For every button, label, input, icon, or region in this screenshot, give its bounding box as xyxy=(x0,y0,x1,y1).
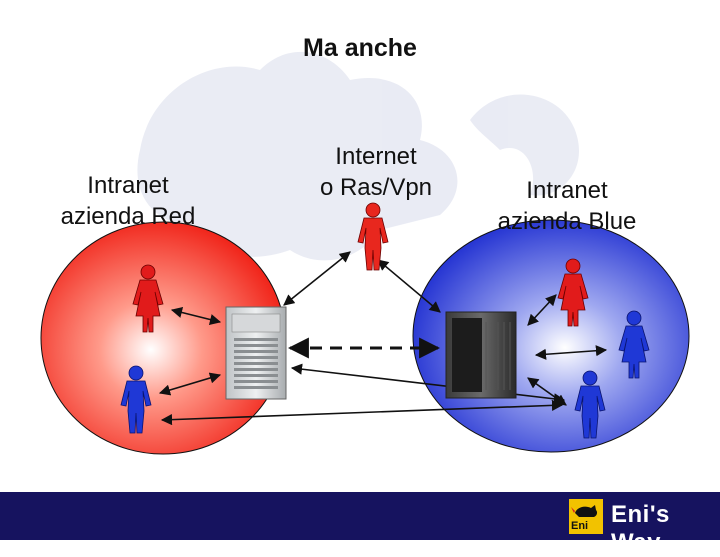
arrow-internet-to-server xyxy=(283,251,351,306)
label-line: o Ras/Vpn xyxy=(319,174,433,201)
arrow-red-top-to-server xyxy=(170,307,222,325)
arrow-blue-server-to-bottom xyxy=(527,377,567,406)
arrow-blue-server-to-top xyxy=(527,294,557,326)
server-icon xyxy=(225,306,287,400)
logo-label: Eni xyxy=(571,520,589,532)
label-line: azienda Red xyxy=(60,203,196,230)
network-diagram xyxy=(40,51,690,455)
server-icon xyxy=(445,311,517,399)
label-intranet-blue: Intranet azienda Blue xyxy=(467,175,667,237)
eni-logo-icon: Eni xyxy=(569,499,603,534)
arrow-red-bottom-to-server xyxy=(158,372,222,396)
connections xyxy=(158,251,608,426)
arrow-internet-to-blue-server xyxy=(377,259,441,313)
arrow-red-bottom-to-blue-bottom xyxy=(160,399,564,426)
label-line: Internet xyxy=(335,143,417,170)
arrow-blue-server-to-right xyxy=(534,345,608,360)
six-legged-dog-icon xyxy=(571,505,598,517)
label-internet: Internet o Ras/Vpn xyxy=(276,141,476,203)
label-intranet-red: Intranet azienda Red xyxy=(28,170,228,232)
label-line: Intranet xyxy=(526,177,608,204)
arrow-server-to-blue-bottom xyxy=(290,363,566,405)
slide-title: Ma anche xyxy=(303,34,417,62)
label-line: azienda Blue xyxy=(497,208,637,235)
label-line: Intranet xyxy=(87,172,169,199)
brand-label: Eni's Way xyxy=(611,501,670,556)
